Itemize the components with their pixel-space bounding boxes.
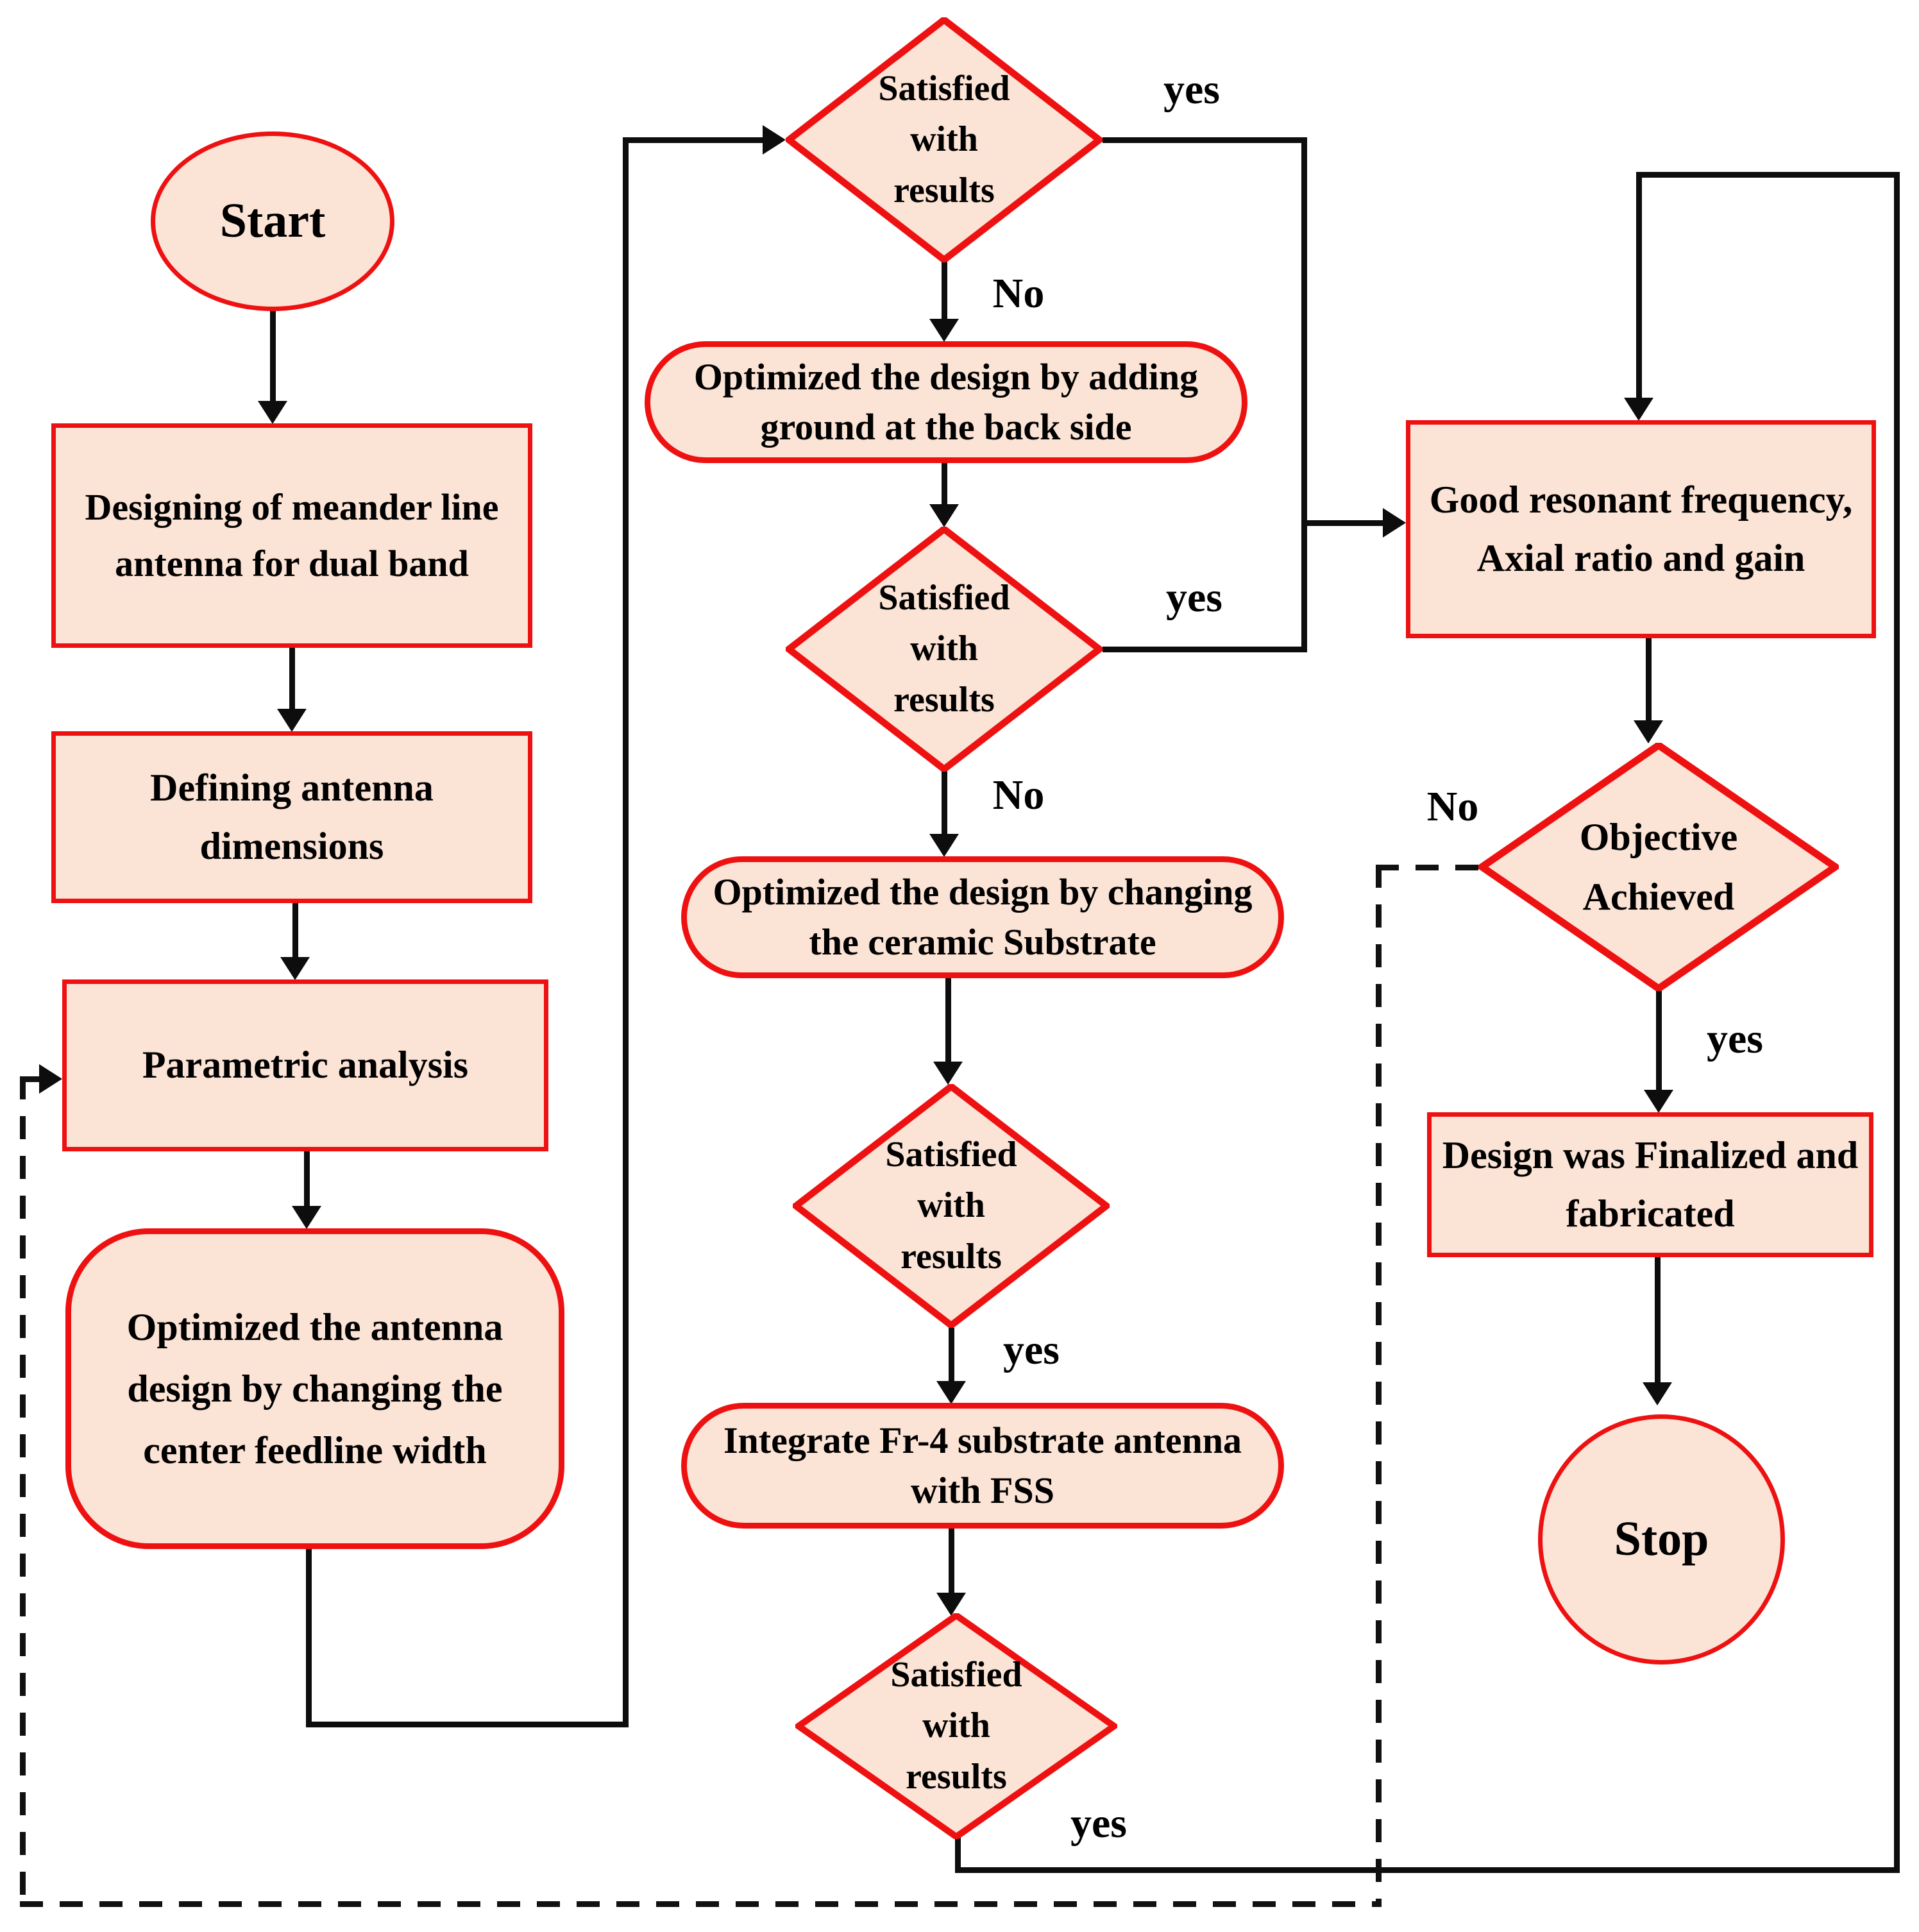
connector-line xyxy=(623,137,763,143)
connector-line xyxy=(306,1549,312,1727)
diamond-shape xyxy=(793,1084,1110,1328)
node-designing-meander: Designing of meander line antenna for du… xyxy=(51,423,532,648)
decision-label: Objective Achieved xyxy=(1579,815,1738,918)
connector-line xyxy=(304,1151,310,1207)
connector-line xyxy=(1636,172,1900,178)
connector-line xyxy=(1301,520,1383,526)
edge-label-yes: yes xyxy=(1163,66,1220,113)
connector-line xyxy=(942,770,947,835)
arrowhead-icon xyxy=(1634,720,1663,743)
connector-line xyxy=(942,463,947,505)
arrowhead-icon xyxy=(277,709,307,732)
dashed-connector xyxy=(20,1901,1382,1907)
edge-label-no: No xyxy=(1426,783,1479,830)
edge-label-yes: yes xyxy=(1166,574,1222,621)
arrowhead-icon xyxy=(280,957,310,980)
arrowhead-icon xyxy=(936,1593,966,1616)
connector-line xyxy=(1655,1257,1661,1384)
connector-line xyxy=(289,648,295,710)
connector-line xyxy=(1646,638,1652,722)
decision-label: Satisfied with results xyxy=(878,68,1010,210)
edge-label-yes: yes xyxy=(1003,1326,1060,1373)
node-decision-satisfied-2: Satisfied with results xyxy=(786,527,1103,772)
edge-label-no: No xyxy=(992,772,1045,818)
connector-line xyxy=(949,1328,954,1382)
connector-line xyxy=(1103,137,1304,143)
arrowhead-icon xyxy=(1383,508,1406,538)
dashed-connector xyxy=(1376,865,1382,1907)
edge-label-yes: yes xyxy=(1707,1015,1763,1062)
arrowhead-icon xyxy=(933,1062,963,1085)
decision-label: Satisfied with results xyxy=(890,1654,1022,1797)
connector-line xyxy=(1894,172,1900,1873)
connector-line xyxy=(942,258,947,319)
decision-label: Satisfied with results xyxy=(878,577,1010,720)
node-parametric-analysis: Parametric analysis xyxy=(62,979,548,1151)
connector-line xyxy=(1103,647,1304,652)
node-integrate-fss: Integrate Fr-4 substrate antenna with FS… xyxy=(681,1403,1284,1529)
arrowhead-icon xyxy=(1644,1090,1673,1113)
arrowhead-icon xyxy=(258,401,287,424)
diamond-shape xyxy=(786,527,1103,772)
node-start: Start xyxy=(151,131,394,311)
edge-label-yes: yes xyxy=(1070,1800,1127,1847)
arrowhead-icon xyxy=(929,504,959,527)
arrowhead-icon xyxy=(1624,398,1653,421)
arrowhead-icon xyxy=(1643,1382,1672,1405)
node-decision-objective: Objective Achieved xyxy=(1478,743,1839,991)
node-optimize-ceramic: Optimized the design by changing the cer… xyxy=(681,856,1284,978)
dashed-connector xyxy=(20,1076,40,1082)
arrowhead-icon xyxy=(292,1206,321,1229)
node-optimize-feedline: Optimized the antenna design by changing… xyxy=(65,1228,564,1549)
dashed-connector xyxy=(1376,865,1480,870)
arrowhead-icon xyxy=(936,1381,966,1404)
node-decision-satisfied-4: Satisfied with results xyxy=(795,1613,1117,1839)
node-stop: Stop xyxy=(1538,1414,1785,1665)
node-decision-satisfied-1: Satisfied with results xyxy=(786,17,1103,262)
dashed-connector xyxy=(20,1076,26,1907)
node-decision-satisfied-3: Satisfied with results xyxy=(793,1084,1110,1328)
diamond-shape xyxy=(795,1613,1117,1839)
connector-line xyxy=(292,903,298,958)
node-design-finalized: Design was Finalized and fabricated xyxy=(1427,1112,1873,1257)
connector-line xyxy=(949,1529,954,1594)
connector-line xyxy=(955,1867,1900,1873)
connector-line xyxy=(623,137,629,1727)
arrowhead-icon xyxy=(929,319,959,342)
connector-line xyxy=(1301,137,1307,652)
connector-line xyxy=(306,1722,629,1727)
connector-line xyxy=(945,978,951,1063)
connector-line xyxy=(270,311,276,402)
node-defining-dimensions: Defining antenna dimensions xyxy=(51,731,532,903)
connector-line xyxy=(1636,172,1642,399)
arrowhead-icon xyxy=(39,1064,62,1094)
connector-line xyxy=(1656,991,1662,1091)
node-optimize-ground: Optimized the design by adding ground at… xyxy=(645,341,1247,463)
edge-label-no: No xyxy=(992,270,1045,317)
arrowhead-icon xyxy=(929,834,959,857)
diamond-shape xyxy=(786,17,1103,262)
node-good-resonant: Good resonant frequency, Axial ratio and… xyxy=(1406,420,1876,638)
connector-line xyxy=(955,1836,961,1873)
arrowhead-icon xyxy=(763,125,786,155)
decision-label: Satisfied with results xyxy=(885,1134,1017,1276)
diamond-shape xyxy=(1478,743,1839,991)
